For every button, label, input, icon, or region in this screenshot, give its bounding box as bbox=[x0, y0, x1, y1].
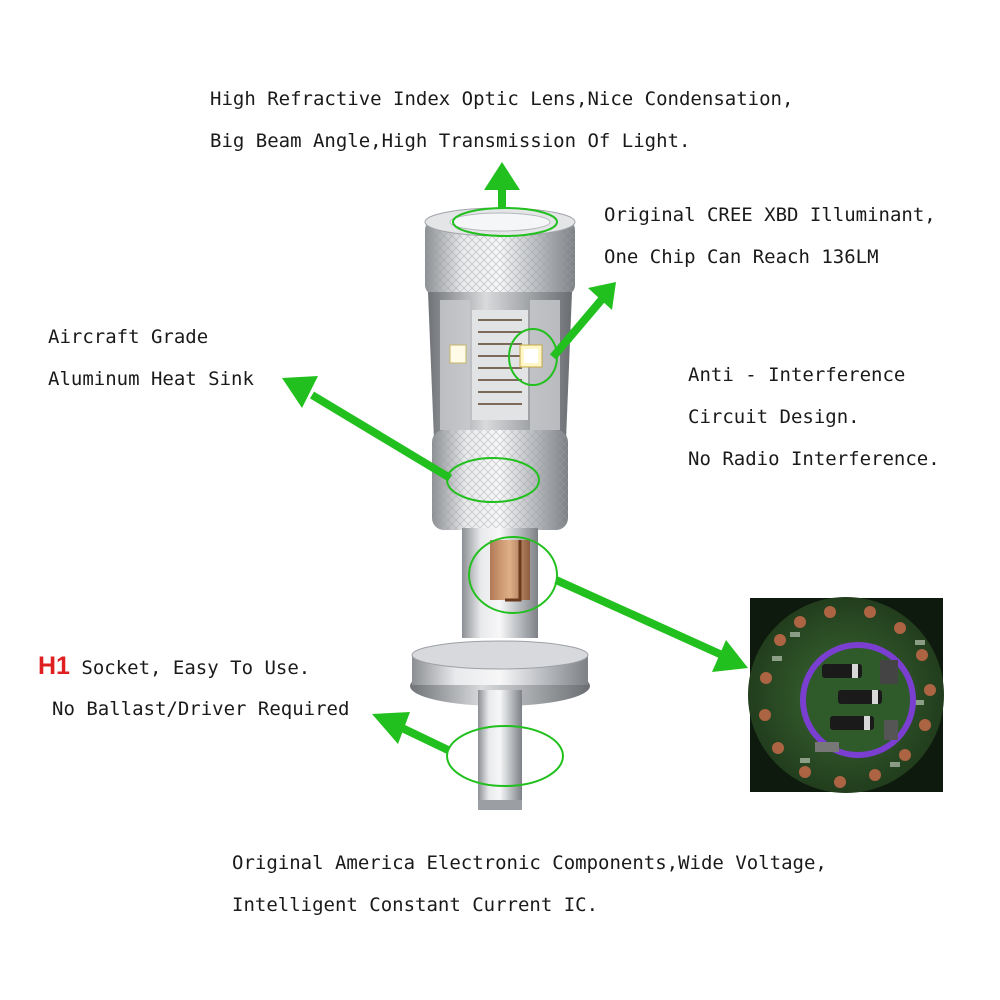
arrow-icon bbox=[554, 576, 748, 672]
socket-callout-line2: No Ballast/Driver Required bbox=[52, 698, 350, 720]
pin-highlight bbox=[446, 725, 564, 787]
heatsink-callout-line2: Aluminum Heat Sink bbox=[48, 368, 254, 390]
chip-callout-line2: One Chip Can Reach 136LM bbox=[604, 246, 879, 268]
arrow-icon bbox=[549, 282, 616, 360]
lens-callout-line2: Big Beam Angle,High Transmission Of Ligh… bbox=[210, 130, 691, 152]
interference-callout-line1: Anti - Interference bbox=[688, 364, 906, 386]
components-callout-line1: Original America Electronic Components,W… bbox=[232, 852, 827, 874]
chip-callout-line1: Original CREE XBD Illuminant, bbox=[604, 204, 936, 226]
circuit-highlight bbox=[468, 536, 558, 614]
arrow-icon bbox=[484, 162, 520, 208]
socket-callout-text: Socket, Easy To Use. bbox=[81, 657, 311, 679]
lens-callout-line1: High Refractive Index Optic Lens,Nice Co… bbox=[210, 88, 794, 110]
arrow-icon bbox=[372, 712, 450, 754]
arrow-icon bbox=[282, 376, 453, 482]
socket-callout-line1: H1 Socket, Easy To Use. bbox=[38, 654, 310, 679]
circuit-board-icon bbox=[748, 597, 944, 793]
h1-mark: H1 bbox=[38, 652, 70, 680]
interference-callout-line3: No Radio Interference. bbox=[688, 448, 940, 470]
components-callout-line2: Intelligent Constant Current IC. bbox=[232, 894, 599, 916]
led-bulb-icon bbox=[410, 207, 590, 810]
interference-callout-line2: Circuit Design. bbox=[688, 406, 860, 428]
heatsink-callout-line1: Aircraft Grade bbox=[48, 326, 209, 348]
